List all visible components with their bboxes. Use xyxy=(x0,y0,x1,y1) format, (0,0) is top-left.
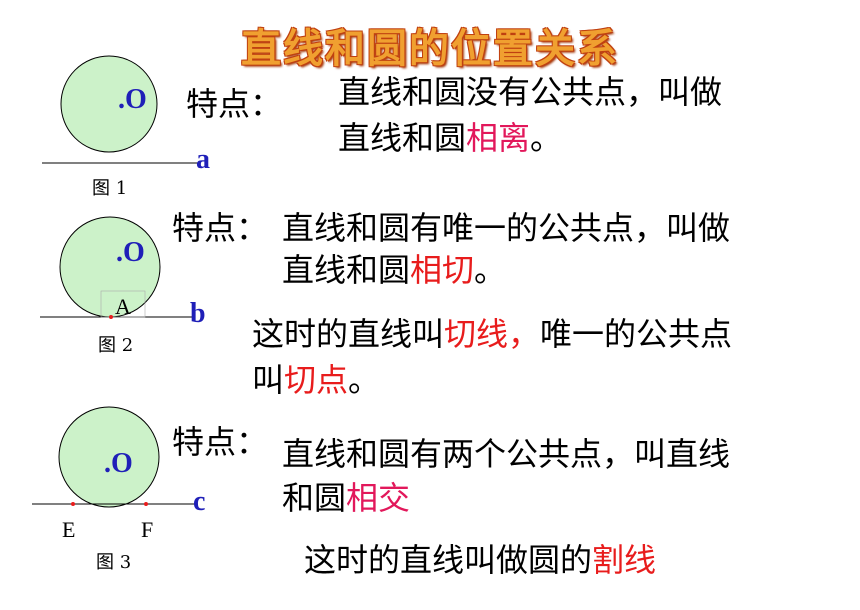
figure-caption-2: 图 2 xyxy=(98,335,134,356)
feature-label-2: 特点： xyxy=(172,209,269,247)
center-label-1: .O xyxy=(118,84,147,115)
center-label-3: .O xyxy=(104,448,133,479)
description-2-line2: 直线和圆相切。 xyxy=(282,251,507,289)
point-label-a: A xyxy=(115,294,131,319)
term-tangent: 相切 xyxy=(410,251,475,289)
term-intersect: 相交 xyxy=(346,479,411,517)
extra-3-line: 这时的直线叫做圆的割线 xyxy=(304,541,657,579)
extra-2-line2: 叫切点。 xyxy=(252,361,381,399)
circle-1 xyxy=(60,55,158,153)
line-label-c: c xyxy=(193,486,206,517)
term-tangent-line: 切线， xyxy=(444,315,541,353)
point-label-f: F xyxy=(141,517,154,542)
feature-label-3: 特点： xyxy=(172,423,269,461)
intersection-point-e xyxy=(71,502,75,506)
term-tangent-point: 切点 xyxy=(284,361,349,399)
point-label-e: E xyxy=(62,517,76,542)
intersection-point-f xyxy=(144,502,148,506)
description-1-line2: 直线和圆相离。 xyxy=(338,119,563,157)
circle-3 xyxy=(58,406,160,508)
figure-caption-1: 图 1 xyxy=(92,178,128,199)
extra-2-line1: 这时的直线叫切线，唯一的公共点 xyxy=(252,315,733,353)
page-title: 直线和圆的位置关系 xyxy=(241,26,619,72)
term-secant: 割线 xyxy=(592,541,657,579)
line-label-b: b xyxy=(190,298,206,329)
description-3-line1: 直线和圆有两个公共点，叫直线 xyxy=(282,435,731,473)
description-3-line2: 和圆相交 xyxy=(282,479,411,517)
description-2-line1: 直线和圆有唯一的公共点，叫做 xyxy=(282,209,731,247)
description-1-line1: 直线和圆没有公共点，叫做 xyxy=(338,73,723,111)
figure-caption-3: 图 3 xyxy=(96,552,132,573)
center-label-2: .O xyxy=(116,237,145,268)
point-a-box xyxy=(100,290,146,318)
tangent-point xyxy=(109,315,113,319)
line-label-a: a xyxy=(196,144,210,175)
feature-label-1: 特点： xyxy=(186,85,283,123)
term-separate: 相离 xyxy=(466,119,531,157)
